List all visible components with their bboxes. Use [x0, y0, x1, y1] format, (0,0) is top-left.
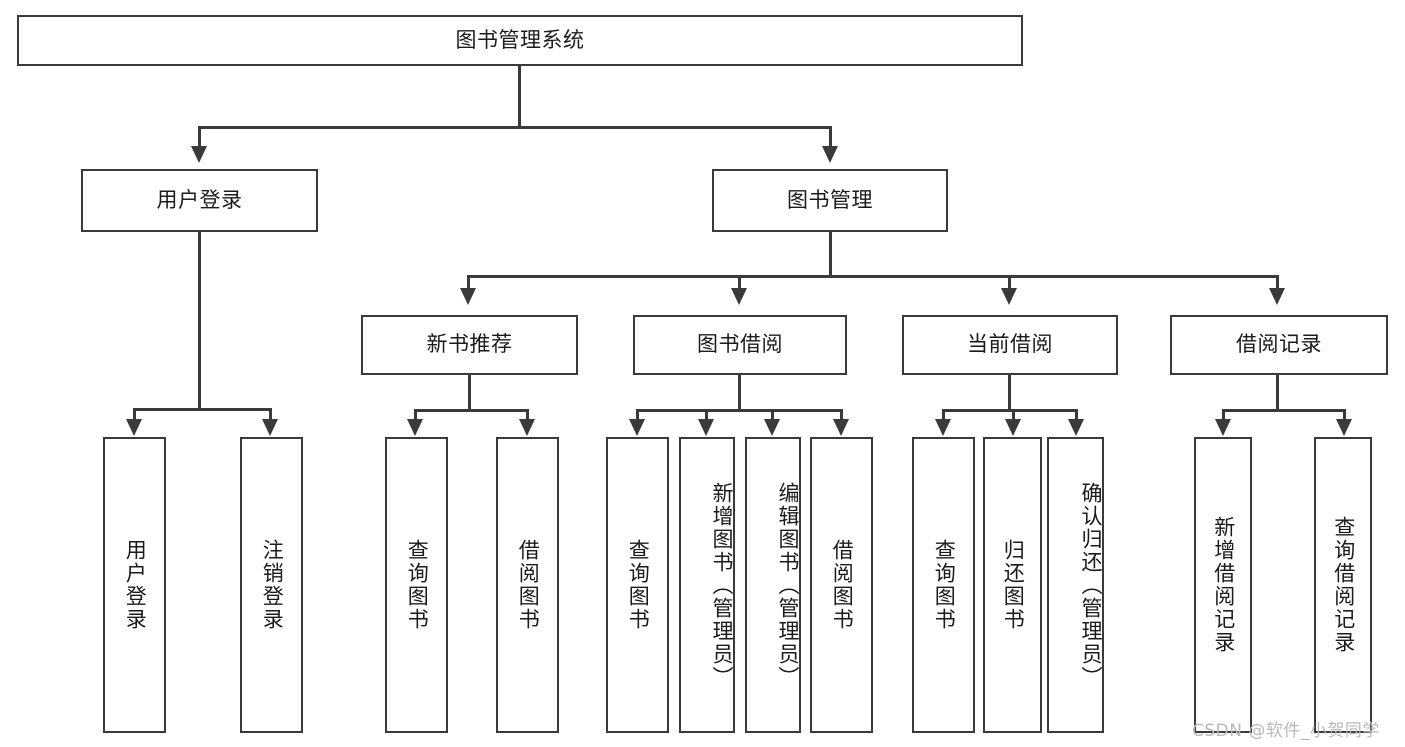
- arrowhead-bb-leaf-2: [698, 419, 714, 436]
- node-label: 查询图书: [405, 539, 430, 631]
- edge-new-book-bus: [414, 409, 529, 412]
- node-label: 归还图书: [1001, 539, 1026, 631]
- leaf-query-book-borrow[interactable]: 查询图书: [606, 437, 669, 733]
- arrowhead-new-book-recommend: [460, 288, 476, 305]
- node-label: 新书推荐: [426, 332, 513, 357]
- node-label: 注销登录: [260, 539, 285, 631]
- arrowhead-user-login-leaf-1: [126, 419, 142, 436]
- edge-br-leaf-1: [1222, 409, 1225, 422]
- edge-br-leaf-2: [1343, 409, 1346, 422]
- edge-nb-leaf-2: [526, 409, 529, 422]
- edge-cb-leaf-1: [942, 409, 945, 422]
- leaf-add-borrow-record[interactable]: 新增借阅记录: [1194, 437, 1252, 733]
- arrowhead-book-borrow: [731, 288, 747, 305]
- node-label: 图书管理: [787, 187, 873, 212]
- edge-bb-leaf-2: [705, 409, 708, 422]
- node-label: 查询借阅记录: [1331, 516, 1356, 654]
- leaf-user-login[interactable]: 用户登录: [103, 437, 166, 733]
- edge-book-management-down: [829, 232, 832, 277]
- edge-bb-leaf-1: [636, 409, 639, 422]
- leaf-query-book-current[interactable]: 查询图书: [912, 437, 975, 733]
- edge-root-to-book-management: [829, 126, 832, 148]
- node-label: 编辑图书（管理员）: [776, 481, 800, 689]
- node-label: 图书管理系统: [455, 27, 585, 52]
- edge-bm-to-current-borrow: [1008, 275, 1011, 291]
- edge-bb-leaf-3: [771, 409, 774, 422]
- edge-new-book-down: [468, 375, 471, 411]
- edge-book-borrow-bus: [636, 409, 843, 412]
- arrowhead-current-borrow: [1001, 288, 1017, 305]
- node-label: 借阅记录: [1236, 332, 1322, 357]
- edge-root-bus: [198, 126, 832, 129]
- node-label: 确认归还（管理员）: [1079, 481, 1103, 689]
- arrowhead-cb-leaf-2: [1005, 419, 1021, 436]
- node-label: 借阅图书: [830, 539, 855, 631]
- leaf-return-book[interactable]: 归还图书: [983, 437, 1042, 733]
- edge-book-borrow-down: [738, 375, 741, 411]
- edge-borrow-record-down: [1276, 375, 1279, 411]
- node-book-borrow[interactable]: 图书借阅: [633, 315, 847, 375]
- edge-current-borrow-down: [1008, 375, 1011, 411]
- leaf-confirm-return-admin[interactable]: 确认归还（管理员）: [1047, 437, 1104, 733]
- watermark-text: CSDN @软件_小贺同学: [1192, 721, 1380, 741]
- node-label: 用户登录: [123, 539, 148, 631]
- arrowhead-br-leaf-1: [1215, 419, 1231, 436]
- edge-cb-leaf-2: [1012, 409, 1015, 422]
- arrowhead-nb-leaf-1: [407, 419, 423, 436]
- arrowhead-nb-leaf-2: [519, 419, 535, 436]
- node-new-book-recommend[interactable]: 新书推荐: [361, 315, 578, 375]
- node-label: 用户登录: [156, 187, 243, 212]
- edge-bm-to-book-borrow: [738, 275, 741, 291]
- edge-user-login-to-leaf-1: [133, 408, 136, 422]
- node-book-management[interactable]: 图书管理: [712, 169, 948, 232]
- arrowhead-bb-leaf-4: [833, 419, 849, 436]
- edge-nb-leaf-1: [414, 409, 417, 422]
- edge-current-borrow-bus: [942, 409, 1076, 412]
- node-label: 借阅图书: [516, 539, 541, 631]
- edge-bm-to-borrow-record: [1276, 275, 1279, 291]
- edge-bb-leaf-4: [840, 409, 843, 422]
- leaf-query-borrow-record[interactable]: 查询借阅记录: [1314, 437, 1372, 733]
- leaf-query-book-recommend[interactable]: 查询图书: [385, 437, 448, 733]
- edge-bm-to-new-book: [467, 275, 470, 291]
- leaf-borrow-book-recommend[interactable]: 借阅图书: [496, 437, 559, 733]
- edge-book-management-bus: [467, 275, 1279, 278]
- node-current-borrow[interactable]: 当前借阅: [902, 315, 1118, 375]
- node-label: 查询图书: [626, 539, 651, 631]
- csdn-watermark: CSDN @软件_小贺同学: [1192, 716, 1380, 741]
- edge-borrow-record-bus: [1222, 409, 1346, 412]
- node-root-book-management-system[interactable]: 图书管理系统: [17, 15, 1023, 66]
- edge-cb-leaf-3: [1075, 409, 1078, 422]
- arrowhead-user-login-leaf-2: [262, 419, 278, 436]
- node-label: 查询图书: [932, 539, 957, 631]
- node-borrow-record[interactable]: 借阅记录: [1170, 315, 1388, 375]
- edge-user-login-down: [198, 232, 201, 410]
- leaf-add-book-admin[interactable]: 新增图书（管理员）: [679, 437, 735, 733]
- node-label: 图书借阅: [697, 332, 783, 357]
- arrowhead-br-leaf-2: [1336, 419, 1352, 436]
- arrowhead-to-user-login: [191, 146, 207, 163]
- arrowhead-bb-leaf-3: [764, 419, 780, 436]
- edge-root-down: [518, 66, 521, 128]
- node-label: 新增图书（管理员）: [710, 481, 734, 689]
- leaf-edit-book-admin[interactable]: 编辑图书（管理员）: [745, 437, 801, 733]
- arrowhead-cb-leaf-1: [935, 419, 951, 436]
- leaf-borrow-book[interactable]: 借阅图书: [810, 437, 873, 733]
- arrowhead-borrow-record: [1269, 288, 1285, 305]
- node-user-login[interactable]: 用户登录: [81, 169, 318, 232]
- arrowhead-to-book-management: [822, 146, 838, 163]
- node-label: 当前借阅: [967, 332, 1053, 357]
- edge-user-login-bus: [133, 408, 272, 411]
- node-label: 新增借阅记录: [1211, 516, 1236, 654]
- leaf-logout[interactable]: 注销登录: [240, 437, 303, 733]
- arrowhead-bb-leaf-1: [629, 419, 645, 436]
- edge-root-to-user-login: [198, 126, 201, 148]
- arrowhead-cb-leaf-3: [1068, 419, 1084, 436]
- edge-user-login-to-leaf-2: [269, 408, 272, 422]
